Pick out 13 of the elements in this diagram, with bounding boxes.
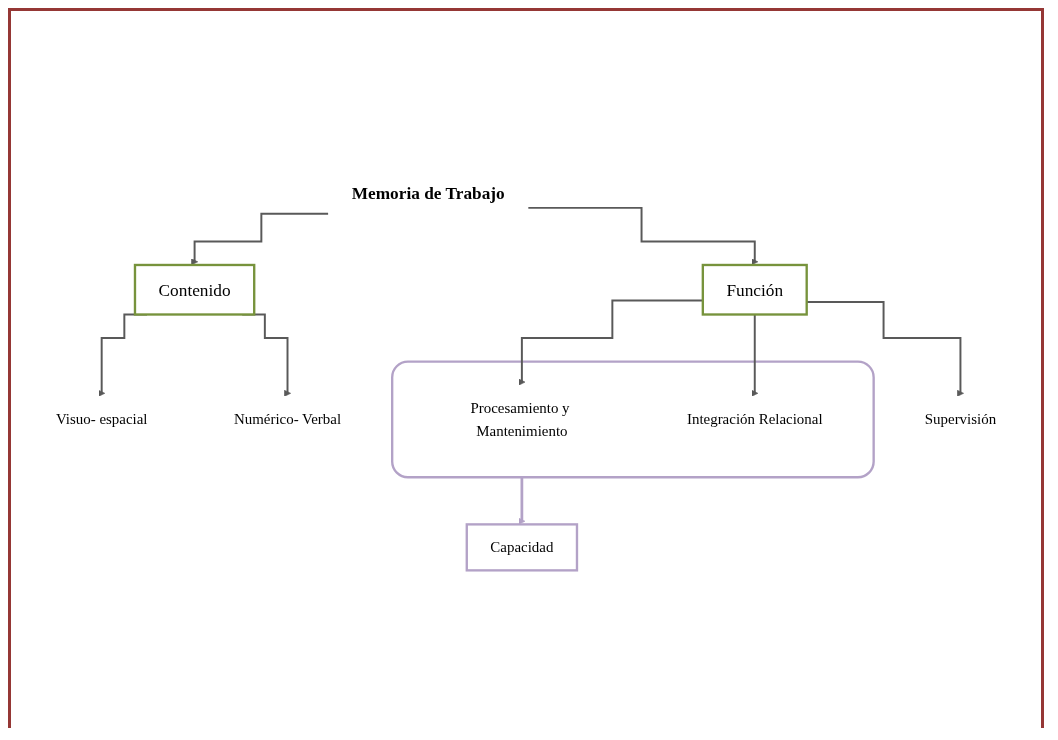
cluster bbox=[391, 360, 875, 479]
node-text: Procesamiento y Mantenimiento bbox=[470, 399, 570, 439]
node-text: Integración Relacional bbox=[686, 410, 823, 428]
node-text: Memoria de Trabajo bbox=[351, 183, 505, 204]
node-text: Supervisión bbox=[924, 410, 997, 428]
arrow bbox=[527, 207, 759, 266]
node-text: Numérico- Verbal bbox=[233, 410, 342, 428]
node-box: Función bbox=[701, 263, 808, 316]
arrow bbox=[191, 212, 330, 266]
node-box: Contenido bbox=[133, 263, 256, 316]
node-text: Visuo- espacial bbox=[55, 410, 148, 428]
arrow bbox=[518, 476, 526, 525]
node-box: Capacidad bbox=[465, 523, 579, 572]
